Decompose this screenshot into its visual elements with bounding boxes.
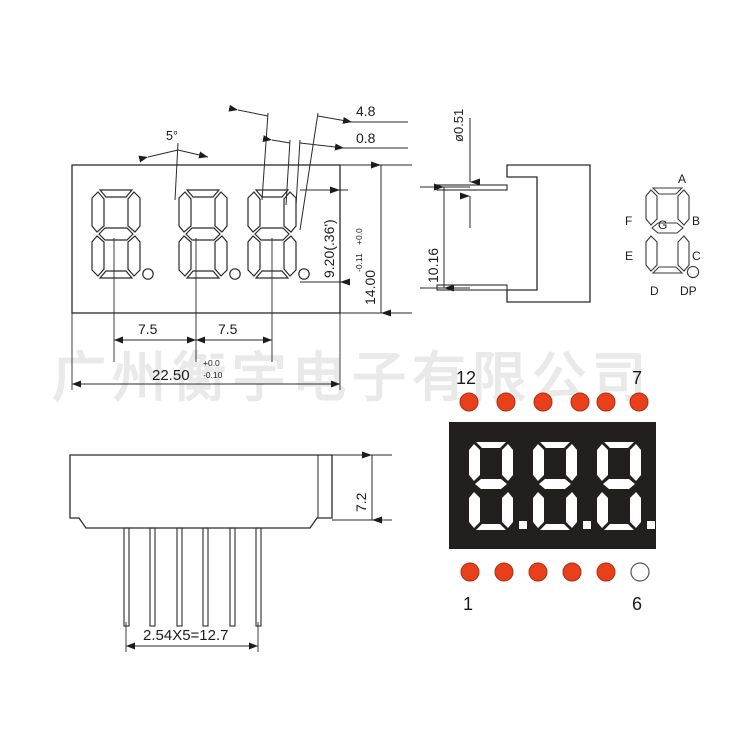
front-digit-1: [91, 189, 154, 280]
photo-digit-3: [597, 442, 655, 530]
digit-height-dim: [300, 186, 350, 286]
photo-dp-3: [647, 521, 655, 529]
pin-pad-9: [570, 392, 590, 412]
segment-label-a: A: [678, 172, 686, 186]
dim-body-height: 14.00: [362, 270, 378, 305]
segment-label-e: E: [625, 249, 633, 263]
pin-number-1: 1: [463, 594, 473, 614]
side-bottom-body-outline: [69, 454, 333, 529]
side-bottom-view: 7.2 2.54X5=12.7: [69, 451, 392, 652]
side-bottom-pins: [123, 527, 262, 627]
dim-pin-span: 10.16: [425, 248, 441, 283]
pin-pad-8: [596, 392, 616, 412]
pin-span-dim: [420, 183, 470, 292]
pin-pad-12: [459, 392, 479, 412]
side-right-pin-bottom: [436, 284, 508, 291]
photo-top-pin-row: [459, 392, 649, 412]
photo-dp-2: [583, 521, 591, 529]
dim-body-height-tol-plus: +0.0: [354, 228, 364, 245]
segment-label-d: D: [650, 284, 659, 298]
dim-pitch-1: 7.5: [138, 321, 158, 337]
dim-body-width: 22.50: [152, 367, 190, 384]
pin-pad-2: [494, 562, 514, 582]
pin-number-6: 6: [632, 594, 642, 614]
side-right-view: ø0.51 10.16: [420, 109, 591, 303]
body-thickness-dim: [332, 451, 392, 524]
dim-digit-height: 9.20(.36'): [321, 219, 337, 278]
segment-label-g: G: [658, 218, 667, 232]
dim-pin-diameter: ø0.51: [451, 109, 466, 142]
pin-pad-3: [528, 562, 548, 582]
dim-pitch-2: 7.5: [218, 321, 238, 337]
lead-pin-2: [149, 527, 156, 627]
front-view: 5° 4.8 0.8: [71, 103, 412, 390]
front-digit-2: [178, 189, 241, 280]
pin-pad-11: [496, 392, 516, 412]
dim-body-thickness: 7.2: [353, 492, 369, 512]
photo-dp-1: [519, 521, 527, 529]
lead-pin-5: [229, 527, 236, 627]
pin-pad-7: [629, 392, 649, 412]
draft-angle-leader: [138, 142, 209, 201]
pin-pad-1: [460, 562, 480, 582]
photo-digit-2: [533, 442, 591, 530]
side-right-body-outline: [506, 164, 591, 303]
body-height-dim: [340, 161, 412, 317]
front-digit-3: [247, 189, 310, 280]
segment-label-dp: DP: [680, 284, 697, 298]
side-right-pin-top: [436, 184, 508, 191]
photo-bottom-pin-row: [460, 562, 650, 582]
pin-pad-4: [562, 562, 582, 582]
dim-segment-width-upper: 4.8: [356, 103, 376, 119]
segment-width-lower-leader: [262, 135, 408, 206]
dim-pin-pitch: 2.54X5=12.7: [143, 627, 229, 644]
pin-number-7: 7: [632, 368, 642, 388]
pin-pad-6: [630, 562, 650, 582]
front-view-body-outline: [71, 164, 341, 314]
lead-pin-4: [202, 527, 209, 627]
lead-pin-3: [176, 527, 183, 627]
product-photo-view: 12 7 1 6: [449, 368, 656, 614]
lead-pin-6: [255, 527, 262, 627]
photo-digit-1: [469, 442, 527, 530]
dim-body-width-tol-plus: +0.0: [203, 358, 220, 368]
segment-label-f: F: [625, 214, 632, 228]
dim-body-width-tol-minus: -0.10: [203, 370, 223, 380]
pin-pitch-dim: [125, 622, 259, 652]
segment-map-dp-dot: [686, 265, 700, 279]
segment-label-c: C: [692, 249, 701, 263]
dim-body-height-tol-minus: -0.11: [354, 253, 364, 272]
pin-number-12: 12: [456, 368, 476, 388]
dim-draft-angle: 5°: [166, 129, 178, 143]
pin-pad-5: [596, 562, 616, 582]
segment-map-view: A B C D E F G DP: [625, 172, 701, 298]
pin-pad-10: [533, 392, 553, 412]
lead-pin-1: [123, 527, 130, 627]
dim-segment-width-lower: 0.8: [356, 130, 376, 146]
segment-width-upper-leader: [228, 104, 408, 231]
segment-label-b: B: [692, 214, 700, 228]
